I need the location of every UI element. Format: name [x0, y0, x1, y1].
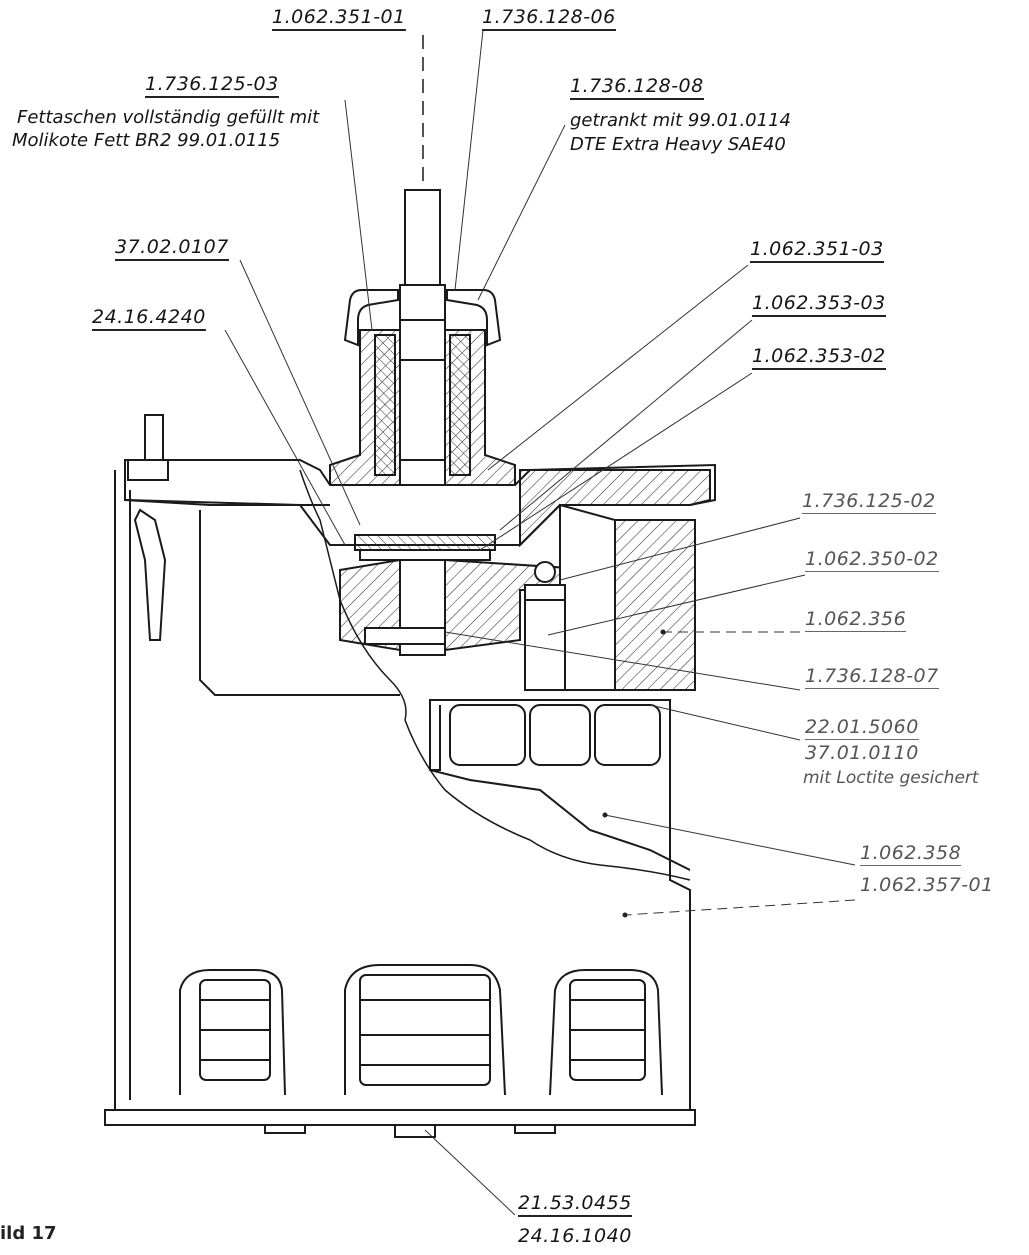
label-21530455: 21.53.0455 — [518, 1192, 632, 1217]
label-24164240: 24.16.4240 — [92, 306, 206, 331]
label-1736128-08: 1.736.128-08 — [570, 75, 704, 100]
figure-caption: ild 17 — [0, 1223, 57, 1244]
label-22015060: 22.01.5060 — [805, 716, 919, 740]
bottom-pocket-left — [179, 969, 286, 1096]
label-1062357-01: 1.062.357-01 — [860, 874, 994, 896]
grease-note-line1: Fettaschen vollständig gefüllt mit — [17, 107, 320, 128]
break-line — [299, 469, 691, 881]
loctite-note: mit Loctite gesichert — [803, 768, 979, 788]
right-block — [614, 519, 696, 691]
label-1062350-02: 1.062.350-02 — [805, 548, 939, 572]
label-1736125-02: 1.736.125-02 — [802, 490, 936, 514]
label-1062351-01: 1.062.351-01 — [272, 6, 406, 31]
oil-note-line1: getrankt mit 99.01.0114 — [570, 110, 791, 131]
oil-note-line2: DTE Extra Heavy SAE40 — [570, 134, 786, 155]
bottom-pocket-center — [344, 964, 506, 1096]
label-24161040: 24.16.1040 — [518, 1225, 632, 1247]
locating-pin — [524, 584, 566, 691]
shaft — [404, 189, 441, 291]
bottom-pocket-right — [549, 969, 663, 1096]
label-1062353-02: 1.062.353-02 — [752, 345, 886, 370]
label-1736128-07: 1.736.128-07 — [805, 665, 939, 689]
bushing-left — [374, 334, 396, 476]
label-1062358: 1.062.358 — [860, 842, 962, 866]
label-1062356: 1.062.356 — [805, 608, 907, 632]
grease-note-line2: Molikote Fett BR2 99.01.0115 — [12, 130, 281, 151]
label-1062353-03: 1.062.353-03 — [752, 292, 886, 317]
bushing-right — [449, 334, 471, 476]
label-37010110: 37.01.0110 — [805, 742, 919, 764]
top-cap — [343, 289, 399, 347]
label-1736125-03: 1.736.125-03 — [145, 73, 279, 98]
label-1062351-03: 1.062.351-03 — [750, 238, 884, 263]
label-1736128-06: 1.736.128-06 — [482, 6, 616, 31]
label-37020107: 37.02.0107 — [115, 236, 229, 261]
washer-stack — [354, 534, 496, 551]
